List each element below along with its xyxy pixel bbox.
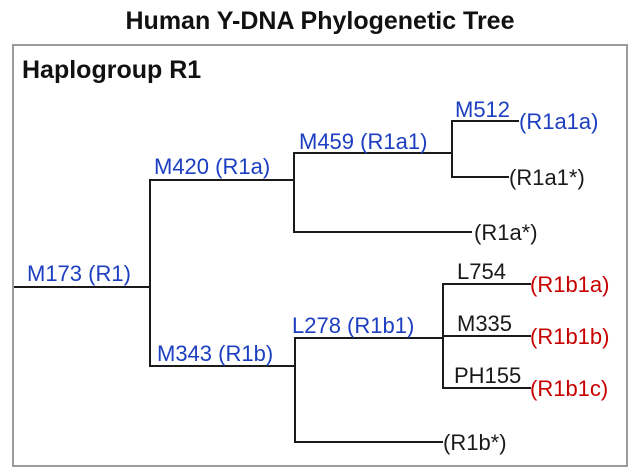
node-label-r1a1a: (R1a1a)	[519, 109, 599, 134]
node-label-l278-r1b1: L278 (R1b1)	[292, 313, 415, 338]
tree-branch-lines	[14, 120, 531, 443]
node-label-l754: L754	[457, 259, 506, 284]
node-label-m335: M335	[457, 311, 513, 336]
node-label-m420-r1a: M420 (R1a)	[154, 154, 271, 179]
node-label-m512: M512	[455, 97, 511, 122]
node-label-r1a1-star: (R1a1*)	[509, 165, 585, 190]
node-label-r1a-star: (R1a*)	[474, 220, 538, 245]
figure-title: Human Y-DNA Phylogenetic Tree	[125, 7, 515, 35]
branch-path	[14, 120, 531, 443]
node-label-ph155: PH155	[454, 363, 522, 388]
node-label-m343-r1b: M343 (R1b)	[157, 341, 274, 366]
haplogroup-label: Haplogroup R1	[22, 56, 202, 84]
node-label-r1b1b: (R1b1b)	[530, 324, 610, 349]
node-label-m459-r1a1: M459 (R1a1)	[299, 129, 428, 154]
node-label-m173-r1: M173 (R1)	[27, 261, 131, 286]
node-label-r1b-star: (R1b*)	[443, 430, 507, 455]
node-label-r1b1c: (R1b1c)	[530, 376, 609, 401]
node-label-r1b1a: (R1b1a)	[530, 272, 610, 297]
tree-panel: Haplogroup R1 M173 (R1) M420 (R1a) M459 …	[12, 44, 628, 467]
